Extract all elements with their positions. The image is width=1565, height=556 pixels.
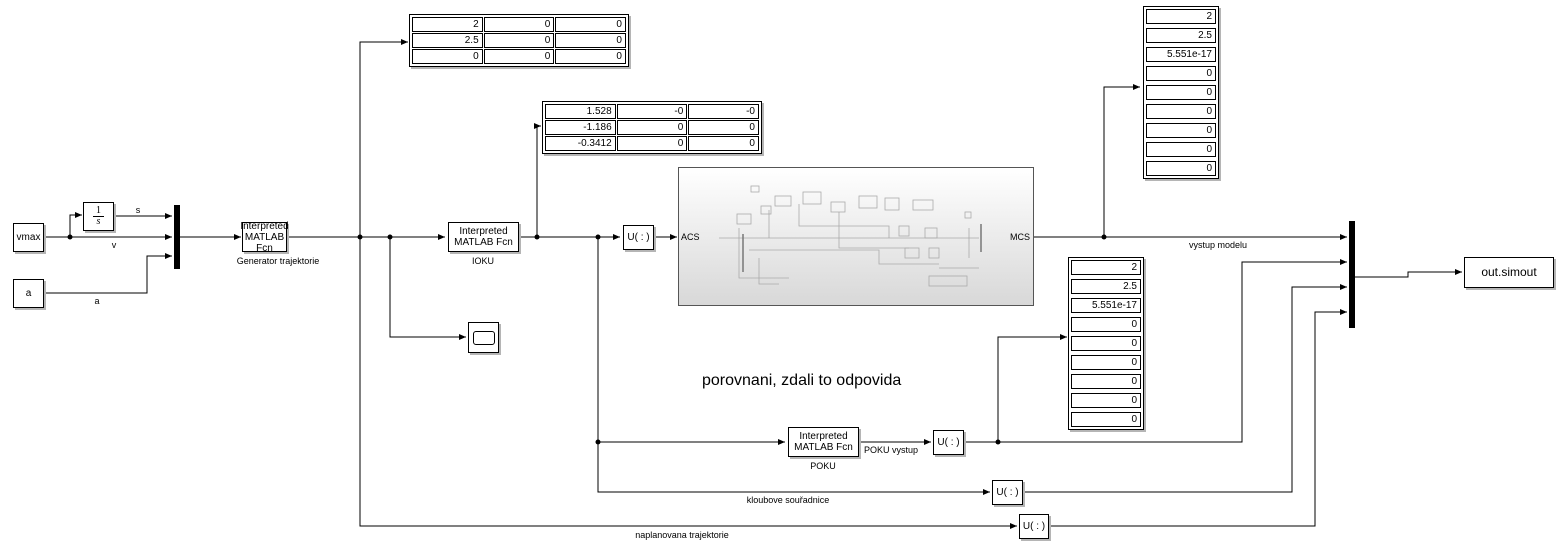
display1-cell: 0 xyxy=(483,33,555,48)
display2-cell: -1.186 xyxy=(545,120,616,135)
generator-name: Generator trajektorie xyxy=(236,256,320,266)
a-label: a xyxy=(25,288,32,299)
display4-cell: 2 xyxy=(1071,260,1141,275)
fcn-label-line2: MATLAB Fcn xyxy=(244,231,285,254)
display-block-3[interactable]: 2 2.5 5.551e-17 0 0 0 0 0 0 xyxy=(1143,6,1219,179)
display3-cell: 0 xyxy=(1146,85,1216,100)
poku-block[interactable]: Interpreted MATLAB Fcn xyxy=(788,427,859,457)
display4-cell: 0 xyxy=(1071,374,1141,389)
signal-label-naplanovana: naplanovana trajektorie xyxy=(635,530,729,540)
display-block-4[interactable]: 2 2.5 5.551e-17 0 0 0 0 0 0 xyxy=(1068,257,1144,430)
scope-screen-icon xyxy=(472,330,495,345)
display3-cell: 0 xyxy=(1146,66,1216,81)
signal-label-poku-vystup: POKU vystup xyxy=(863,445,919,455)
reshape-block-acs[interactable]: U( : ) xyxy=(623,225,654,250)
display3-cell: 2 xyxy=(1146,9,1216,24)
integrator-denominator: s xyxy=(96,216,101,227)
display2-cell: 0 xyxy=(688,120,759,135)
input-mux[interactable] xyxy=(174,205,180,269)
constant-a-block[interactable]: a xyxy=(13,279,44,308)
vmax-label: vmax xyxy=(16,232,41,243)
display2-cell: -0 xyxy=(688,104,759,119)
display1-cell: 0 xyxy=(483,17,555,32)
display3-cell: 2.5 xyxy=(1146,28,1216,43)
display1-cell: 0 xyxy=(483,49,555,64)
ioku-block[interactable]: Interpreted MATLAB Fcn xyxy=(448,222,519,252)
display4-cell: 5.551e-17 xyxy=(1071,298,1141,313)
display1-cell: 2 xyxy=(412,17,483,32)
display3-cell: 0 xyxy=(1146,123,1216,138)
generator-trajektorie-block[interactable]: Interpreted MATLAB Fcn xyxy=(240,220,289,254)
poku-name: POKU xyxy=(810,461,836,471)
fcn-label-line1: Interpreted xyxy=(240,220,289,232)
display2-cell: -0 xyxy=(616,104,688,119)
display1-cell: 0 xyxy=(555,49,626,64)
display4-cell: 0 xyxy=(1071,412,1141,427)
simout-block[interactable]: out.simout xyxy=(1464,257,1554,288)
model-comment: porovnani, zdali to odpovida xyxy=(702,372,902,389)
fcn-label-line2: MATLAB Fcn xyxy=(794,442,853,453)
display-block-1[interactable]: 2 0 0 2.5 0 0 0 0 0 xyxy=(409,14,629,67)
robot-model-subsystem[interactable]: ACS MCS xyxy=(678,167,1034,306)
simout-label: out.simout xyxy=(1481,265,1537,279)
reshape-block-poku[interactable]: U( : ) xyxy=(933,430,964,455)
display2-cell: 0 xyxy=(688,136,759,151)
output-mux[interactable] xyxy=(1349,221,1355,328)
reshape-label: U( : ) xyxy=(996,487,1019,498)
display3-cell: 0 xyxy=(1146,161,1216,176)
reshape-label: U( : ) xyxy=(1022,521,1046,532)
display2-cell: 1.528 xyxy=(545,104,616,119)
subsystem-input-port-acs: ACS xyxy=(681,232,700,242)
display1-cell: 0 xyxy=(555,33,626,48)
display1-cell: 0 xyxy=(412,49,483,64)
display4-cell: 0 xyxy=(1071,393,1141,408)
reshape-block-kloubove[interactable]: U( : ) xyxy=(992,480,1023,505)
reshape-block-naplanovana[interactable]: U( : ) xyxy=(1019,514,1049,539)
display1-cell: 2.5 xyxy=(412,33,483,48)
fcn-label-line1: Interpreted xyxy=(799,431,848,442)
display2-cell: 0 xyxy=(616,136,688,151)
reshape-label: U( : ) xyxy=(937,437,960,448)
fcn-label-line2: MATLAB Fcn xyxy=(454,237,513,248)
reshape-label: U( : ) xyxy=(627,232,650,243)
display4-cell: 2.5 xyxy=(1071,279,1141,294)
display3-cell: 5.551e-17 xyxy=(1146,47,1216,62)
signal-label-a: a xyxy=(94,296,100,306)
display2-cell: -0.3412 xyxy=(545,136,616,151)
display4-cell: 0 xyxy=(1071,355,1141,370)
scope-block[interactable] xyxy=(468,322,499,353)
integrator-block[interactable]: 1 s xyxy=(83,202,114,231)
signal-label-s: s xyxy=(135,205,141,215)
signal-label-v: v xyxy=(111,240,117,250)
integrator-numerator: 1 xyxy=(93,206,104,217)
subsystem-preview-icon xyxy=(719,185,982,287)
display1-cell: 0 xyxy=(555,17,626,32)
signal-label-vystup-modelu: vystup modelu xyxy=(1188,240,1248,250)
signal-label-kloubove: kloubove souřadnice xyxy=(746,495,830,505)
display-block-2[interactable]: 1.528 -0 -0 -1.186 0 0 -0.3412 0 0 xyxy=(542,101,762,154)
ioku-name: IOKU xyxy=(471,256,495,266)
display3-cell: 0 xyxy=(1146,142,1216,157)
subsystem-output-port-mcs: MCS xyxy=(1010,232,1030,242)
fcn-label-line1: Interpreted xyxy=(459,226,508,237)
constant-vmax-block[interactable]: vmax xyxy=(13,223,44,252)
display4-cell: 0 xyxy=(1071,336,1141,351)
display4-cell: 0 xyxy=(1071,317,1141,332)
display2-cell: 0 xyxy=(616,120,688,135)
display3-cell: 0 xyxy=(1146,104,1216,119)
